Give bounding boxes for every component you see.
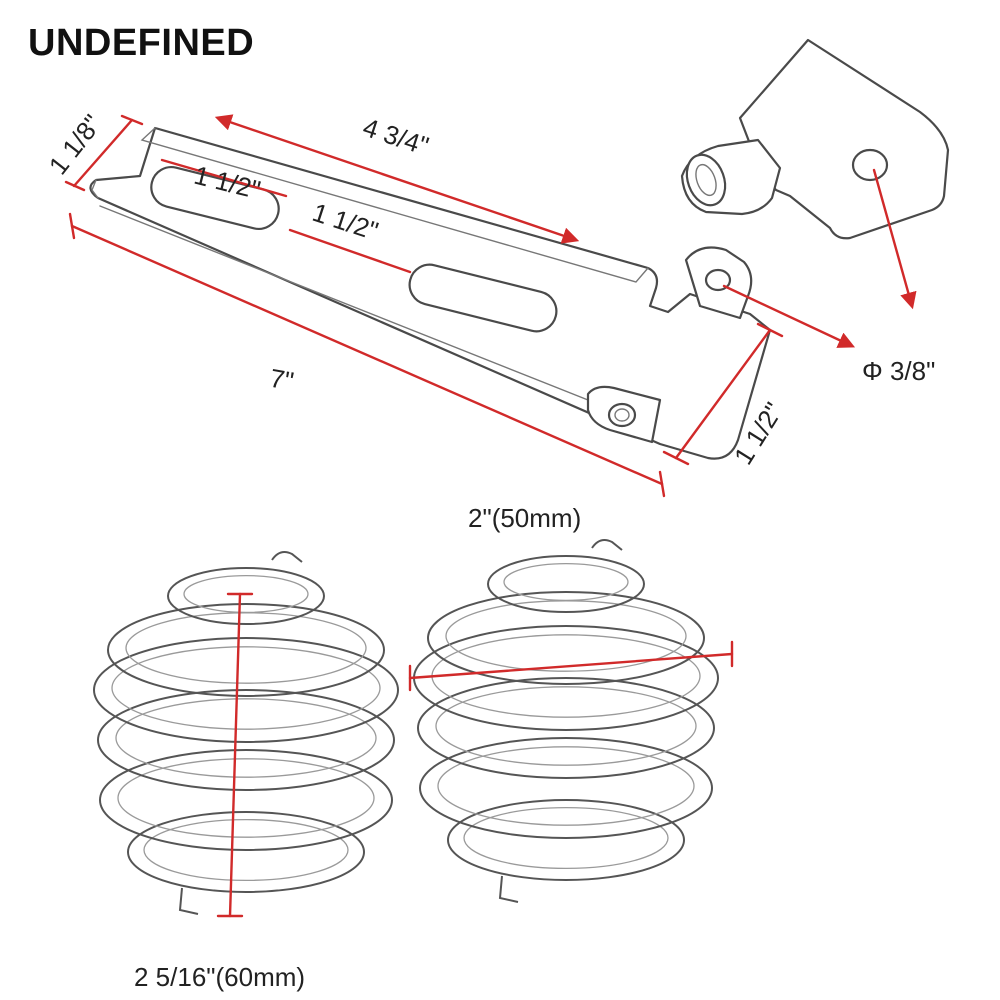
- dim-line-spring-height: [228, 592, 242, 918]
- mount-plate: [680, 38, 950, 240]
- slot-2: [408, 263, 558, 333]
- coil-wire-end: [591, 539, 623, 551]
- seat-bracket: [89, 126, 772, 460]
- coil-ring: [167, 567, 325, 625]
- coil-ring: [107, 603, 385, 697]
- dim-line-plate-hole: [872, 168, 917, 310]
- coil-ring-inner: [431, 634, 701, 718]
- coil-ring-inner: [503, 562, 629, 602]
- bracket-dimension-lines: [64, 114, 917, 498]
- spring-left: [93, 551, 399, 915]
- coil-ring-inner: [183, 574, 309, 614]
- coil-ring-inner: [117, 758, 375, 838]
- label-length: 7": [268, 363, 297, 397]
- dim-line-gap: [288, 228, 412, 274]
- dim-line-slot: [160, 158, 288, 198]
- coil-ring-inner: [437, 746, 695, 826]
- coil-ring-inner: [463, 806, 669, 870]
- label-hole: Φ 3/8": [862, 356, 935, 386]
- coil-ring: [487, 555, 645, 613]
- coil-wire-end: [271, 551, 303, 563]
- coil-wire-end: [178, 887, 199, 915]
- coil-ring-inner: [435, 686, 697, 766]
- spring-dimension-lines: [216, 592, 734, 918]
- label-span: 4 3/4": [359, 112, 432, 161]
- plate-hole: [851, 148, 889, 182]
- dim-line-hole: [722, 284, 856, 348]
- coil-ring-inner: [115, 698, 377, 778]
- coil-ring: [427, 591, 705, 685]
- coil-ring: [93, 637, 399, 743]
- coil-ring-inner: [111, 646, 381, 730]
- coil-ring-inner: [143, 818, 349, 882]
- coil-ring: [97, 689, 395, 791]
- springs: [93, 539, 719, 915]
- brand-title: UNDEFINED: [28, 22, 255, 64]
- spring-right: [413, 539, 719, 903]
- coil-ring: [127, 811, 365, 893]
- coil-ring: [447, 799, 685, 881]
- dim-line-width: [72, 118, 134, 188]
- coil-ring: [99, 749, 393, 851]
- coil-ring: [419, 737, 713, 839]
- coil-wire-end: [498, 875, 519, 903]
- dim-line-span: [214, 114, 580, 244]
- dim-line-spring-width: [408, 652, 734, 680]
- coil-ring: [417, 677, 715, 779]
- hole-bottom: [607, 402, 637, 428]
- dim-line-end: [674, 328, 772, 460]
- dim-line-length: [70, 224, 664, 486]
- label-spring-height: 2 5/16"(60mm): [134, 962, 305, 992]
- label-spring-width: 2"(50mm): [468, 503, 581, 533]
- label-width: 1 1/8": [43, 109, 108, 180]
